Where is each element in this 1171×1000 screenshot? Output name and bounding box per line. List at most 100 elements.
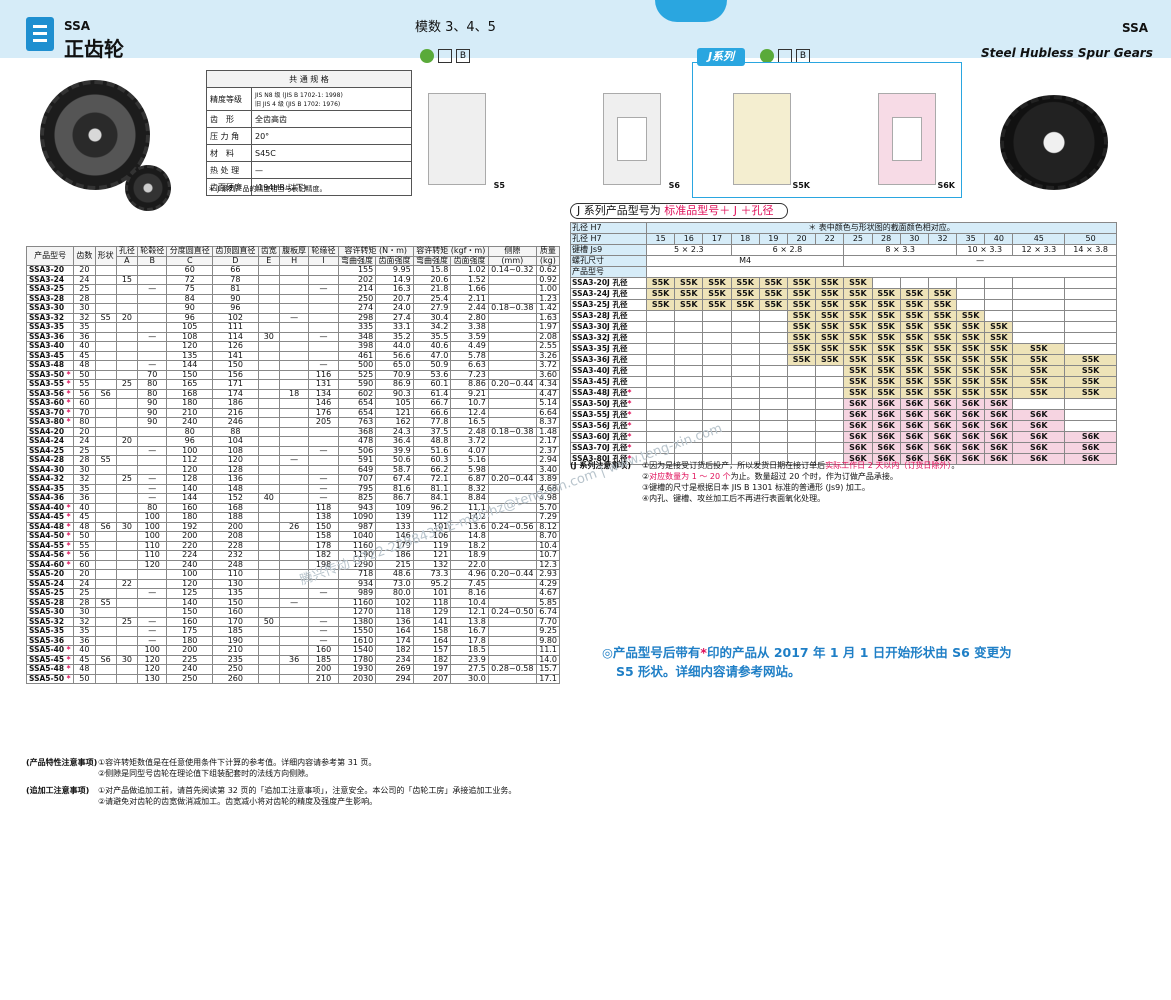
product-change-note: ◎产品型号后带有*印的产品从 2017 年 1 月 1 日开始形状由 S6 变更… <box>602 643 1012 681</box>
table-cell: 90 <box>166 303 214 314</box>
table-cell: 50.6 <box>375 455 414 466</box>
availability-cell <box>758 376 788 388</box>
table-cell <box>278 293 310 304</box>
availability-cell: S5K <box>645 299 676 311</box>
table-cell <box>308 322 339 333</box>
availability-cell: S5K <box>1064 365 1117 377</box>
table-cell <box>257 303 280 314</box>
header-bar <box>0 0 1171 58</box>
table-cell <box>278 322 310 333</box>
bore-cell: 30 <box>899 233 929 245</box>
spec-value: (194HB 以下) <box>251 178 412 196</box>
table-cell <box>278 265 310 276</box>
star-mark: * <box>64 502 71 512</box>
table-cell: SSA5-20 <box>25 569 75 580</box>
availability-cell <box>730 398 760 410</box>
availability-cell: S5K <box>815 310 845 322</box>
table-cell: 158 <box>308 531 339 542</box>
table-cell: 48 <box>73 664 96 675</box>
availability-cell: S6K <box>956 431 986 443</box>
table-cell: 10.7 <box>450 398 489 409</box>
availability-cell <box>1064 310 1117 322</box>
j-title-highlight: 标准品型号＋ J ＋孔径 <box>664 204 774 217</box>
availability-cell <box>702 343 732 355</box>
table-cell: 9.95 <box>375 265 414 276</box>
table-cell <box>115 626 139 637</box>
availability-cell <box>984 277 1014 289</box>
model-cell: SSA3-36J 孔径 <box>570 354 647 366</box>
star-mark: * <box>627 388 632 397</box>
table-cell: 4.96 <box>450 569 489 580</box>
availability-cell <box>956 288 986 300</box>
table-cell: 125 <box>166 588 214 599</box>
table-cell <box>487 360 537 371</box>
model-cell: SSA3-25J 孔径 <box>570 299 647 311</box>
table-cell <box>115 664 139 675</box>
table-cell <box>278 398 310 409</box>
availability-cell <box>730 310 760 322</box>
availability-cell: S6K <box>843 420 873 432</box>
table-cell: 136 <box>212 474 259 485</box>
table-cell: 0.20~0.44 <box>487 569 537 580</box>
table-cell <box>94 417 117 428</box>
table-cell: 72.1 <box>412 474 452 485</box>
table-cell: 84.1 <box>412 493 452 504</box>
module-banner-decoration <box>655 0 727 22</box>
availability-cell: S6K <box>843 453 873 465</box>
table-cell: S5 <box>94 455 117 466</box>
table-cell <box>278 607 310 618</box>
table-cell <box>115 322 139 333</box>
table-cell: 2.44 <box>450 303 489 314</box>
star-mark: * <box>64 550 71 559</box>
table-cell <box>257 474 280 485</box>
table-cell: 398 <box>337 341 377 352</box>
table-cell: S6 <box>94 654 117 665</box>
table-cell: 210 <box>308 673 339 684</box>
availability-cell <box>702 442 732 454</box>
table-cell: 48.6 <box>375 569 414 580</box>
table-cell: 16.3 <box>375 284 414 295</box>
table-cell: 590 <box>337 379 377 390</box>
note-text: ④内孔、键槽、攻丝加工后不再进行表面氧化处理。 <box>642 494 826 503</box>
availability-cell <box>730 420 760 432</box>
availability-cell <box>730 332 760 344</box>
table-cell <box>115 483 139 494</box>
table-cell: 100 <box>137 531 168 542</box>
table-cell <box>137 436 168 447</box>
spec-key: 压 力 角 <box>206 127 252 145</box>
table-cell <box>278 474 310 485</box>
table-cell: 120 <box>137 664 168 675</box>
availability-cell <box>702 332 732 344</box>
rohs-icon <box>420 49 434 63</box>
availability-cell <box>674 332 704 344</box>
table-cell: 30 <box>73 607 96 618</box>
table-cell <box>257 550 280 561</box>
availability-cell: S5K <box>1064 387 1117 399</box>
availability-cell: S6K <box>899 420 929 432</box>
availability-cell <box>758 453 788 465</box>
table-cell: 139 <box>375 512 414 523</box>
table-cell: 0.14~0.32 <box>487 265 537 276</box>
table-header-row: 产品型号齿数形状孔径轮毂径分度圆直径齿顶圆直径齿宽腹板厚轮缘径容许转矩 (N・m… <box>25 246 561 266</box>
table-cell: 75 <box>166 284 214 295</box>
table-cell: 144 <box>166 493 214 504</box>
table-cell: — <box>137 588 168 599</box>
table-cell <box>257 578 280 589</box>
star-mark: * <box>64 654 71 664</box>
drawing-label: S5 <box>493 181 505 190</box>
table-cell: 989 <box>337 588 377 599</box>
table-cell: — <box>278 597 310 608</box>
table-cell: 120 <box>137 559 168 570</box>
table-cell: 160 <box>212 607 259 618</box>
table-cell: 40 <box>73 341 96 352</box>
table-cell: 200 <box>308 664 339 675</box>
table-cell <box>487 588 537 599</box>
table-cell <box>94 502 117 513</box>
availability-cell: S5K <box>786 277 817 289</box>
table-cell: 269 <box>375 664 414 675</box>
table-cell: 17.1 <box>535 673 561 684</box>
availability-cell <box>786 442 817 454</box>
